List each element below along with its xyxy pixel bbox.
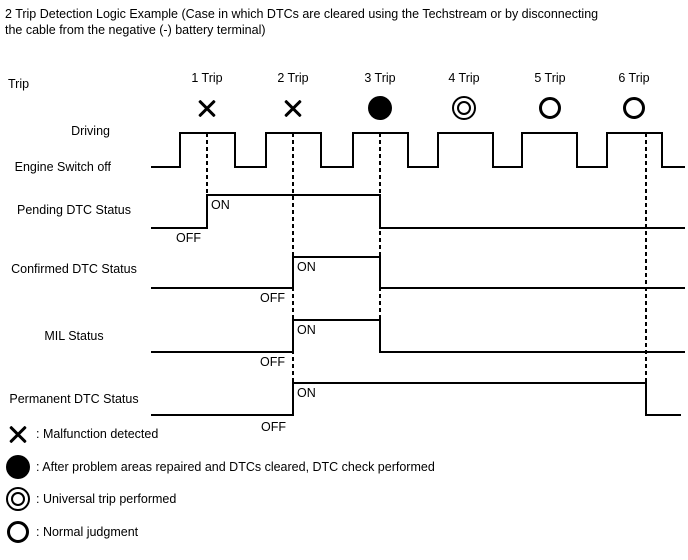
legend-item-normal-judgment: : Normal judgment bbox=[4, 519, 138, 545]
universal-trip-double-circle-icon bbox=[5, 487, 30, 511]
signal-waveform-3 bbox=[151, 319, 685, 353]
signal-waveform-1 bbox=[151, 194, 685, 229]
legend-text-normal-judgment: : Normal judgment bbox=[36, 525, 139, 539]
normal-judgment-circle-icon bbox=[6, 521, 29, 543]
driving-label: Driving bbox=[71, 124, 110, 138]
trip-header-2: 2 Trip bbox=[277, 71, 309, 85]
normal-judgment-circle-icon bbox=[539, 97, 561, 119]
signal-label-pending: Pending DTC Status bbox=[17, 203, 131, 217]
pending-on-label: ON bbox=[211, 198, 230, 212]
trip-header-3: 3 Trip bbox=[364, 71, 396, 85]
trip-header-1: 1 Trip bbox=[191, 71, 223, 85]
signal-label-confirmed: Confirmed DTC Status bbox=[11, 262, 137, 276]
diagram-title-line2: the cable from the negative (-) battery … bbox=[5, 23, 266, 37]
mil-on-label: ON bbox=[297, 323, 316, 337]
legend-text-dtc-check: : After problem areas repaired and DTCs … bbox=[36, 460, 435, 474]
signal-waveform-4 bbox=[151, 382, 681, 416]
legend-item-universal-trip: : Universal trip performed bbox=[4, 486, 176, 512]
legend-text-malfunction: : Malfunction detected bbox=[36, 427, 159, 441]
trip-axis-label: Trip bbox=[8, 77, 30, 91]
trip-header-4: 4 Trip bbox=[448, 71, 480, 85]
trip-header-5: 5 Trip bbox=[534, 71, 566, 85]
trip-header-6: 6 Trip bbox=[618, 71, 650, 85]
permanent-on-label: ON bbox=[297, 386, 316, 400]
mil-off-label: OFF bbox=[260, 355, 285, 369]
normal-judgment-circle-icon bbox=[623, 97, 645, 119]
diagram-title: 2 Trip Detection Logic Example (Case in … bbox=[5, 6, 598, 38]
legend-item-malfunction: : Malfunction detected bbox=[4, 421, 158, 447]
confirmed-on-label: ON bbox=[297, 260, 316, 274]
dtc-check-filled-circle-icon bbox=[5, 455, 30, 479]
driving-waveform bbox=[151, 132, 685, 168]
engine-switch-off-label: Engine Switch off bbox=[14, 160, 111, 174]
legend-item-dtc-check: : After problem areas repaired and DTCs … bbox=[4, 454, 435, 480]
diagram-title-line1: 2 Trip Detection Logic Example (Case in … bbox=[5, 7, 599, 21]
pending-off-label: OFF bbox=[176, 231, 201, 245]
universal-trip-double-circle-icon bbox=[452, 96, 476, 120]
confirmed-off-label: OFF bbox=[260, 291, 285, 305]
signal-label-permanent: Permanent DTC Status bbox=[9, 392, 139, 406]
malfunction-x-icon bbox=[9, 425, 27, 443]
signal-label-mil: MIL Status bbox=[44, 329, 104, 343]
permanent-off-label: OFF bbox=[261, 420, 286, 434]
dtc-check-filled-circle-icon bbox=[368, 96, 392, 120]
signal-waveform-2 bbox=[151, 256, 685, 289]
legend-text-universal-trip: : Universal trip performed bbox=[36, 492, 177, 506]
